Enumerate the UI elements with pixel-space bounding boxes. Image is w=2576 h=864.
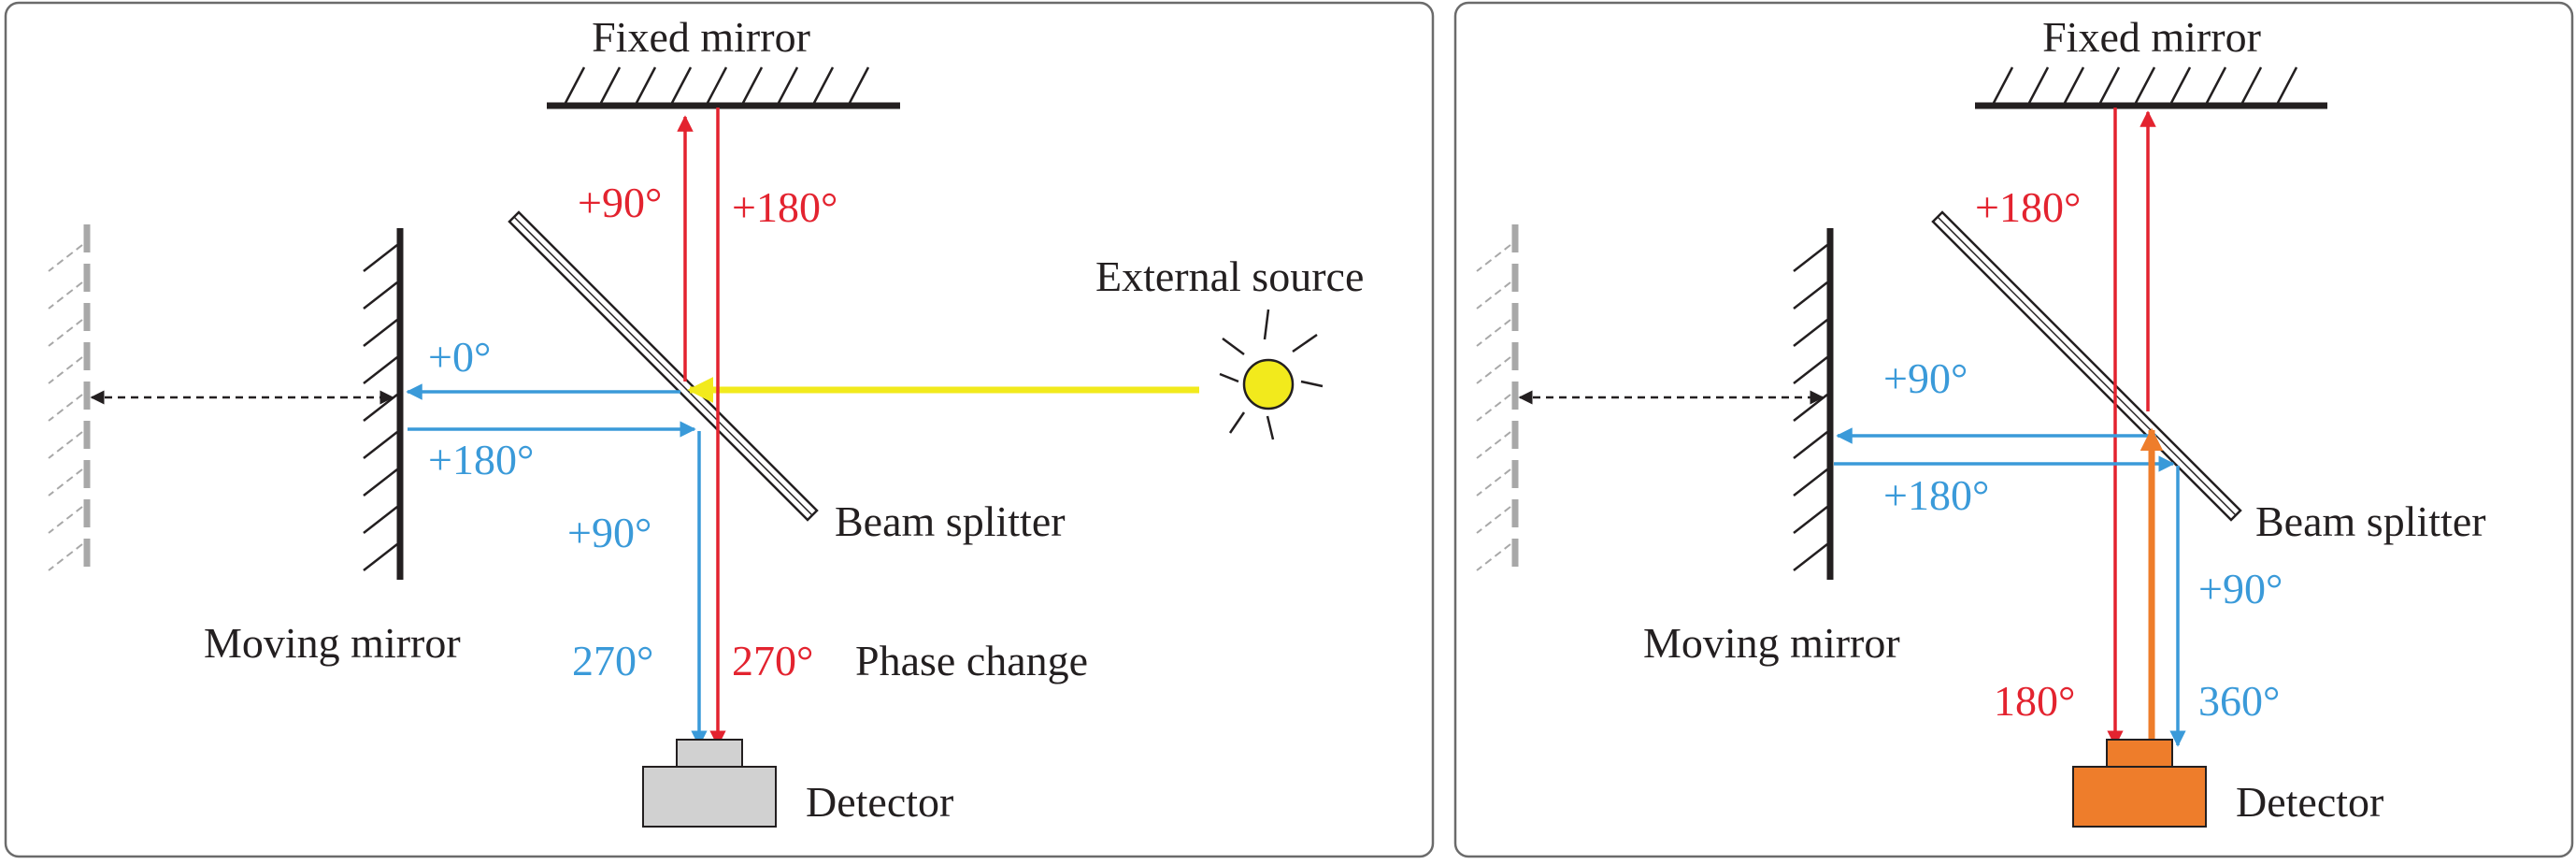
moving-mirror-ghost	[48, 224, 91, 578]
moving-mirror	[1793, 228, 1834, 580]
blue-right-phase: +180°	[428, 436, 534, 483]
red-phase: +180°	[1975, 183, 2081, 231]
red-up-phase: +90°	[578, 179, 662, 226]
external-source-label: External source	[1095, 252, 1364, 300]
beam-splitter-label: Beam splitter	[2255, 497, 2486, 545]
fixed-mirror	[1975, 66, 2327, 109]
blue-down-phase: +90°	[567, 509, 651, 556]
detector-label: Detector	[2236, 778, 2383, 826]
moving-mirror-label: Moving mirror	[204, 619, 461, 667]
red-down-phase: +180°	[732, 183, 837, 231]
phase-change-label: Phase change	[855, 637, 1088, 684]
fixed-mirror-label: Fixed mirror	[2042, 13, 2261, 61]
blue-total-phase: 270°	[572, 637, 653, 684]
blue-total-phase: 360°	[2198, 677, 2280, 725]
detector-label: Detector	[806, 778, 953, 826]
blue-right-phase: +180°	[1883, 471, 1989, 519]
moving-mirror-label: Moving mirror	[1643, 619, 1900, 667]
red-total-phase: 270°	[732, 637, 813, 684]
left-panel-frame	[4, 1, 1435, 858]
left-panel: Fixed mirror Moving mirror Beam splitter…	[4, 1, 1435, 858]
beam-splitter-label: Beam splitter	[835, 497, 1066, 545]
fixed-mirror-label: Fixed mirror	[592, 13, 810, 61]
blue-left-phase: +0°	[428, 333, 491, 381]
right-panel-frame	[1453, 1, 2574, 858]
moving-mirror	[363, 228, 404, 580]
blue-left-phase: +90°	[1883, 354, 1968, 402]
red-total-phase: 180°	[1994, 677, 2075, 725]
detector-on	[2072, 739, 2207, 828]
detector-off	[642, 739, 777, 828]
fixed-mirror	[547, 66, 900, 109]
sun-icon	[1219, 309, 1324, 440]
blue-down-phase: +90°	[2198, 565, 2283, 612]
moving-mirror-ghost	[1476, 224, 1519, 578]
right-panel: Fixed mirror Moving mirror Beam splitter	[1453, 1, 2574, 858]
beam-splitter	[1931, 210, 2242, 522]
beam-splitter	[508, 210, 819, 522]
